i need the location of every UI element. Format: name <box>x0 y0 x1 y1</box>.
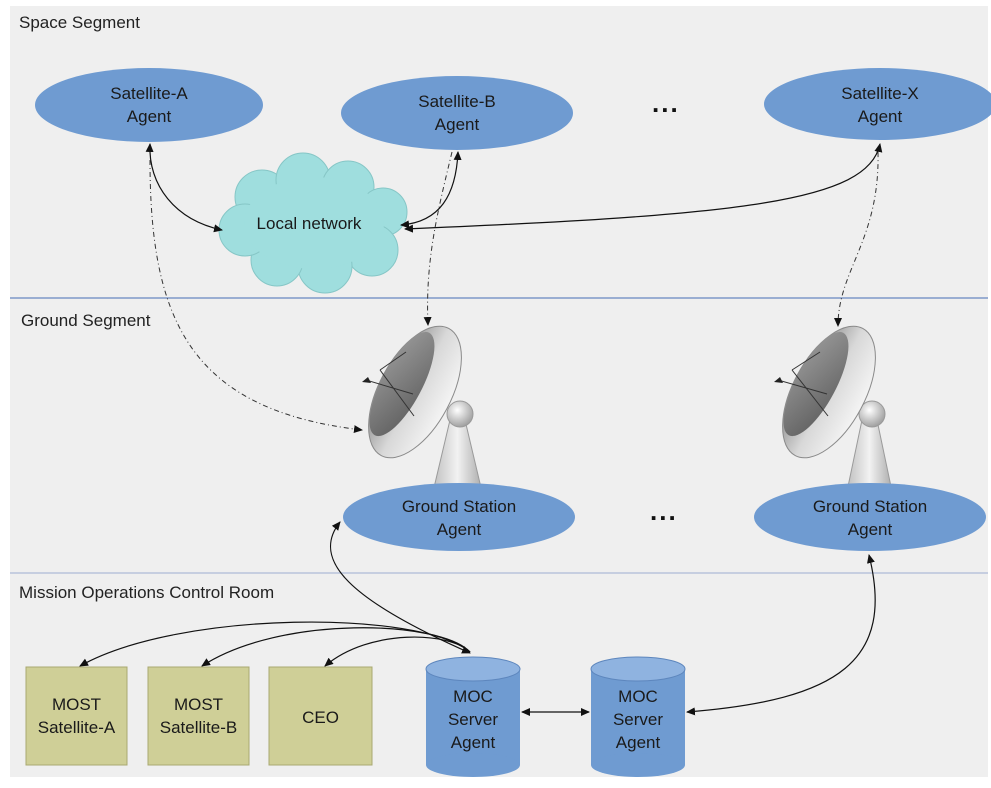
moc1-to-most-b-link <box>201 627 471 667</box>
ceo-console <box>268 666 373 766</box>
moc2-to-gs2-link <box>686 554 876 716</box>
satellite-x-agent-node <box>764 68 991 140</box>
space-segment-panel <box>10 6 988 298</box>
satellite-dish-icon <box>362 325 484 497</box>
space-segment-label: Space Segment <box>19 13 140 32</box>
sat-a-radio-link <box>149 159 363 434</box>
satellite-a-agent-node <box>35 68 263 142</box>
satellite-dish-icon <box>774 325 894 497</box>
moc-server-agent-node <box>590 656 686 777</box>
moc-server-agent-node <box>425 656 521 777</box>
moc1-to-ceo-link <box>324 636 471 667</box>
sat-b-radio-link <box>423 151 453 326</box>
more-satellites-ellipsis: ... <box>652 88 680 118</box>
sat-a-to-network-link <box>145 143 223 233</box>
most-satellite-b-console <box>147 666 250 766</box>
ceo-label: CEO <box>302 708 339 727</box>
sat-x-radio-link <box>834 151 879 327</box>
ground-segment-label: Ground Segment <box>21 311 151 330</box>
local-network-label: Local network <box>256 214 362 233</box>
satellite-b-agent-node <box>341 76 573 150</box>
sat-x-to-network-link <box>404 143 883 233</box>
most-satellite-a-console <box>25 666 128 766</box>
ground-station-agent-node <box>754 483 986 551</box>
moc-segment-label: Mission Operations Control Room <box>19 583 275 602</box>
local-network-cloud <box>218 152 408 294</box>
more-ground-stations-ellipsis: ... <box>650 496 678 526</box>
